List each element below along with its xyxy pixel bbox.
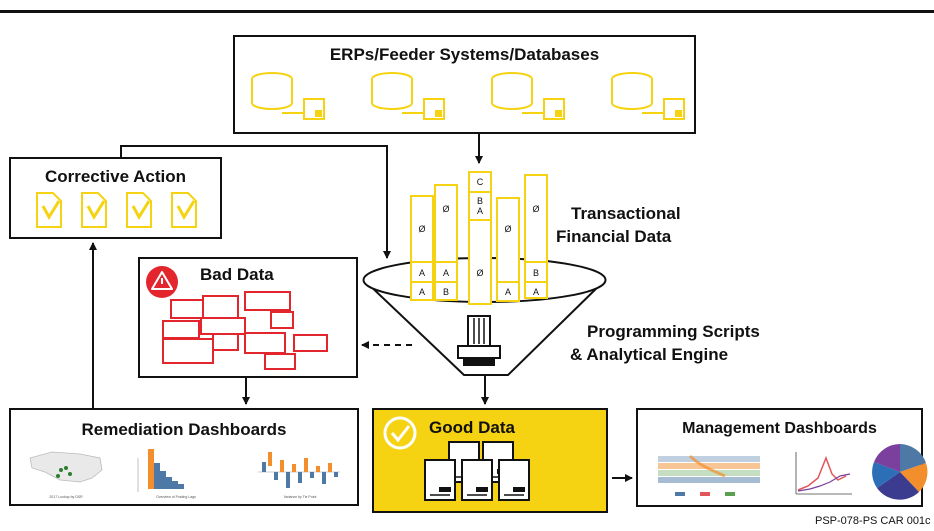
erp-title: ERPs/Feeder Systems/Databases [329,45,600,64]
data-columns: Ø A A Ø A B C B A Ø Ø A [410,171,548,305]
transactional-label-1: Transactional [571,204,681,223]
column-glyph: B [443,287,449,297]
column-glyph: C [477,177,484,187]
column-glyph: A [505,287,511,297]
corrective-action-box: Corrective Action [9,157,222,239]
document-check-icon [125,191,153,229]
data-column: C B A Ø [468,171,492,305]
pie-chart-thumbnail [872,444,928,500]
column-glyph: Ø [476,268,483,278]
thumb-caption: 2017 Lookup by DSR [49,495,83,499]
good-data-title: Good Data [429,418,515,437]
transactional-label-2: Financial Data [556,227,672,246]
thumb-caption: Overview of Posting Lags [156,495,196,499]
column-glyph: Ø [532,204,539,214]
ribbon-chart-thumbnail [658,454,760,496]
data-column: Ø A B [434,184,458,301]
warning-icon [146,266,178,298]
column-glyph: B [477,196,483,206]
top-rule [0,10,934,13]
document-check-icon [170,191,198,229]
database-icon [611,72,685,120]
remediation-dashboards-box: Remediation Dashboards [9,408,359,506]
thumb-caption: Variance by Tie Point [284,495,317,499]
column-glyph: B [533,268,539,278]
column-glyph: A [533,287,539,297]
database-icon [371,72,445,120]
engine-label-1: Programming Scripts [587,322,760,341]
figure-code: PSP-078-PS CAR 001c [815,515,931,527]
data-column: Ø A [496,197,520,302]
erp-box: ERPs/Feeder Systems/Databases [233,35,696,134]
bad-records-cluster [162,291,328,370]
database-icon [251,72,325,120]
data-column: Ø B A [524,174,548,299]
column-glyph: Ø [442,204,449,214]
corrective-action-title: Corrective Action [44,167,187,186]
arrow-corrective-to-funnel [120,145,391,259]
document-check-icon [80,191,108,229]
column-glyph: A [419,287,425,297]
bad-data-title: Bad Data [200,265,274,284]
column-glyph: A [477,206,483,216]
management-title: Management Dashboards [682,420,877,437]
bad-data-box: Bad Data [138,257,358,378]
bar-thumbnail: Overview of Posting Lags [137,449,196,499]
line-chart-thumbnail [795,452,852,495]
check-icon [383,416,417,450]
management-thumbnails [658,444,928,500]
database-icon [491,72,565,120]
flow-arrows [89,134,633,482]
map-thumbnail: 2017 Lookup by DSR [25,445,107,500]
column-glyph: A [419,268,425,278]
column-glyph: Ø [418,224,425,234]
remediation-title: Remediation Dashboards [81,420,287,439]
waterfall-thumbnail: Variance by Tie Point [258,452,340,499]
document-check-icon [35,191,63,229]
remediation-thumbnails: 2017 Lookup by DSR Overview of Posting L… [25,445,340,500]
engine-label-2: & Analytical Engine [570,345,729,364]
column-glyph: A [443,268,449,278]
data-column: Ø A A [410,195,434,301]
server-stack-icon [424,441,530,501]
column-glyph: Ø [504,224,511,234]
